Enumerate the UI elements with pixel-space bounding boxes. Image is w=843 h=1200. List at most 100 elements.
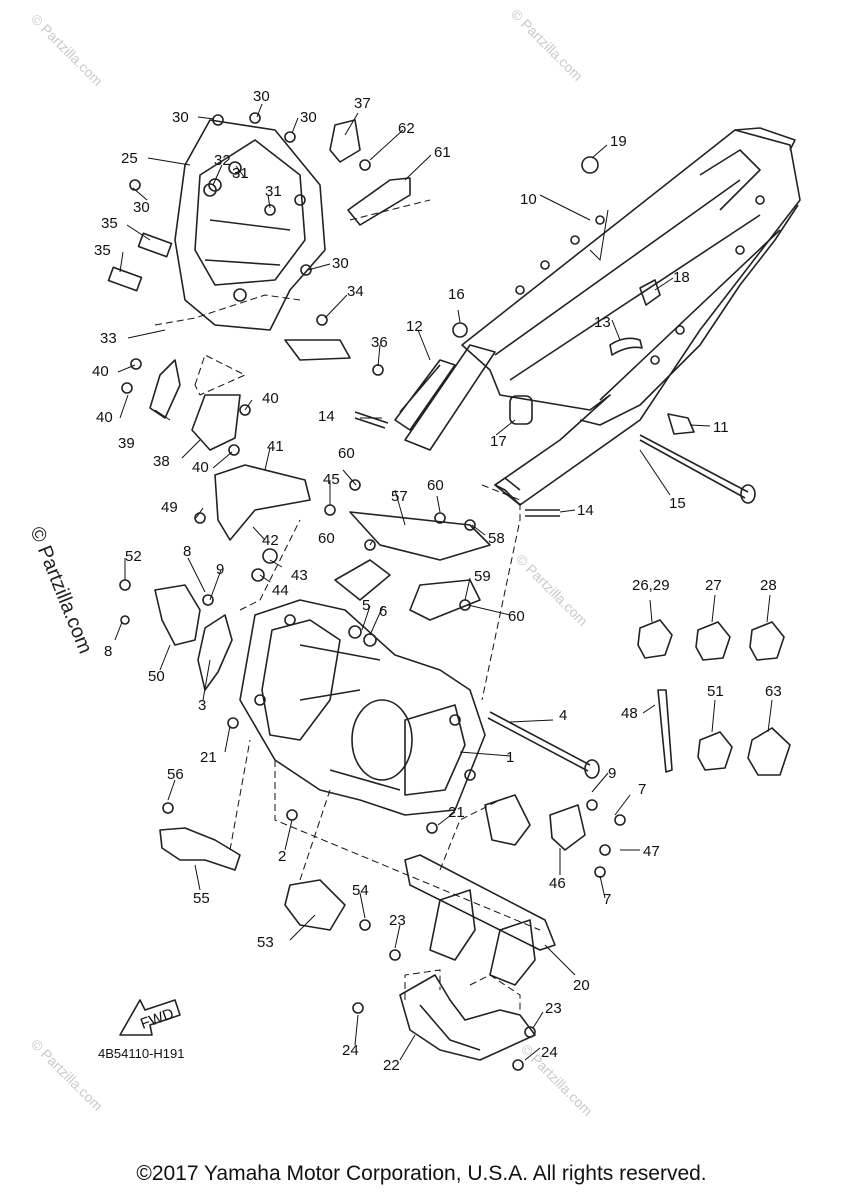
callout-60: 60 xyxy=(338,445,355,462)
duct-38[interactable] xyxy=(191,394,241,451)
clip-26-29[interactable] xyxy=(637,619,673,659)
plate-37[interactable] xyxy=(329,119,361,163)
bracket-61[interactable] xyxy=(347,177,411,226)
callout-16: 16 xyxy=(448,286,465,303)
callout-4: 4 xyxy=(559,707,567,724)
assembly-lines xyxy=(154,199,541,1010)
callout-51: 51 xyxy=(707,683,724,700)
callout-1: 1 xyxy=(506,749,514,766)
clamp-18[interactable] xyxy=(639,279,661,306)
callout-23: 23 xyxy=(389,912,406,929)
callout-24: 24 xyxy=(541,1044,558,1061)
bolt-14[interactable] xyxy=(525,509,560,517)
bracket-mount-right[interactable] xyxy=(484,794,531,846)
main-frame[interactable] xyxy=(239,599,486,816)
plate-3[interactable] xyxy=(197,614,233,691)
callout-45: 45 xyxy=(323,471,340,488)
bolt-15-head[interactable] xyxy=(740,484,756,504)
callout-53: 53 xyxy=(257,934,274,951)
bolt-15[interactable] xyxy=(639,434,749,499)
callout-8: 8 xyxy=(183,543,191,560)
callout-12: 12 xyxy=(406,318,423,335)
callout-6: 6 xyxy=(379,603,387,620)
callout-56: 56 xyxy=(167,766,184,783)
callout-20: 20 xyxy=(573,977,590,994)
cross-member-20[interactable] xyxy=(404,854,556,986)
callout-34: 34 xyxy=(347,283,364,300)
diagram-code: 4B54110-H191 xyxy=(98,1046,185,1061)
callout-42: 42 xyxy=(262,532,279,549)
callout-23: 23 xyxy=(545,1000,562,1017)
bracket-50[interactable] xyxy=(154,584,201,646)
callout-7: 7 xyxy=(603,891,611,908)
callout-43: 43 xyxy=(291,567,308,584)
callout-35: 35 xyxy=(101,215,118,232)
pad-35[interactable] xyxy=(137,232,173,258)
callout-24: 24 xyxy=(342,1042,359,1059)
bottom-frame-22[interactable] xyxy=(399,974,536,1061)
bracket-39[interactable] xyxy=(149,359,181,419)
bolt-4[interactable] xyxy=(487,711,591,772)
callout-57: 57 xyxy=(391,488,408,505)
front-bracket-assembly[interactable] xyxy=(174,119,326,331)
bracket-57[interactable] xyxy=(349,511,491,561)
clip-27[interactable] xyxy=(695,621,731,661)
callout-40: 40 xyxy=(92,363,109,380)
callout-48: 48 xyxy=(621,705,638,722)
callout-61: 61 xyxy=(434,144,451,161)
bracket-55[interactable] xyxy=(159,827,241,871)
rear-subframe[interactable] xyxy=(461,127,801,506)
callout-9: 9 xyxy=(608,765,616,782)
callout-9: 9 xyxy=(216,561,224,578)
callout-21: 21 xyxy=(448,804,465,821)
bracket-46[interactable] xyxy=(549,804,586,851)
callout-10: 10 xyxy=(520,191,537,208)
callout-35: 35 xyxy=(94,242,111,259)
callout-36: 36 xyxy=(371,334,388,351)
callout-14: 14 xyxy=(577,502,594,519)
callout-54: 54 xyxy=(352,882,369,899)
bracket-59[interactable] xyxy=(409,579,481,621)
collar-17[interactable] xyxy=(509,395,533,425)
callout-13: 13 xyxy=(594,314,611,331)
callout-30: 30 xyxy=(253,88,270,105)
callout-18: 18 xyxy=(673,269,690,286)
callout-2: 2 xyxy=(278,848,286,865)
bracket-36[interactable] xyxy=(284,339,351,361)
side-rail-12[interactable] xyxy=(394,359,456,431)
bolt-14[interactable] xyxy=(354,411,389,429)
nut-16[interactable] xyxy=(452,322,468,338)
callout-44: 44 xyxy=(272,582,289,599)
bolt-4-head[interactable] xyxy=(584,759,600,779)
watermark-text: © Partzilla.com xyxy=(28,1036,106,1114)
bracket-stay[interactable] xyxy=(334,559,391,601)
callout-62: 62 xyxy=(398,120,415,137)
bracket-41[interactable] xyxy=(214,464,311,541)
callout-21: 21 xyxy=(200,749,217,766)
callout-11: 11 xyxy=(713,419,729,436)
pad-35[interactable] xyxy=(107,266,143,292)
cable-tie-48[interactable] xyxy=(657,689,673,773)
clip-11[interactable] xyxy=(667,413,695,435)
watermark-text: © Partzilla.com xyxy=(508,6,586,84)
bracket-53[interactable] xyxy=(284,879,346,931)
callout-38: 38 xyxy=(153,453,170,470)
callout-28: 28 xyxy=(760,577,777,594)
callout-40: 40 xyxy=(192,459,209,476)
support-arm[interactable] xyxy=(404,344,496,451)
clip-51[interactable] xyxy=(697,731,733,771)
callout-27: 27 xyxy=(705,577,722,594)
callout-30: 30 xyxy=(172,109,189,126)
callout-30: 30 xyxy=(332,255,349,272)
callout-60: 60 xyxy=(508,608,525,625)
callout-52: 52 xyxy=(125,548,142,565)
callout-30: 30 xyxy=(133,199,150,216)
nut-19[interactable] xyxy=(581,156,599,174)
callout-31: 31 xyxy=(232,165,249,182)
band-13[interactable] xyxy=(609,337,643,356)
callout-59: 59 xyxy=(474,568,491,585)
clip-28[interactable] xyxy=(749,621,785,661)
fwd-arrow: FWD xyxy=(119,999,181,1036)
clip-63[interactable] xyxy=(747,727,791,776)
